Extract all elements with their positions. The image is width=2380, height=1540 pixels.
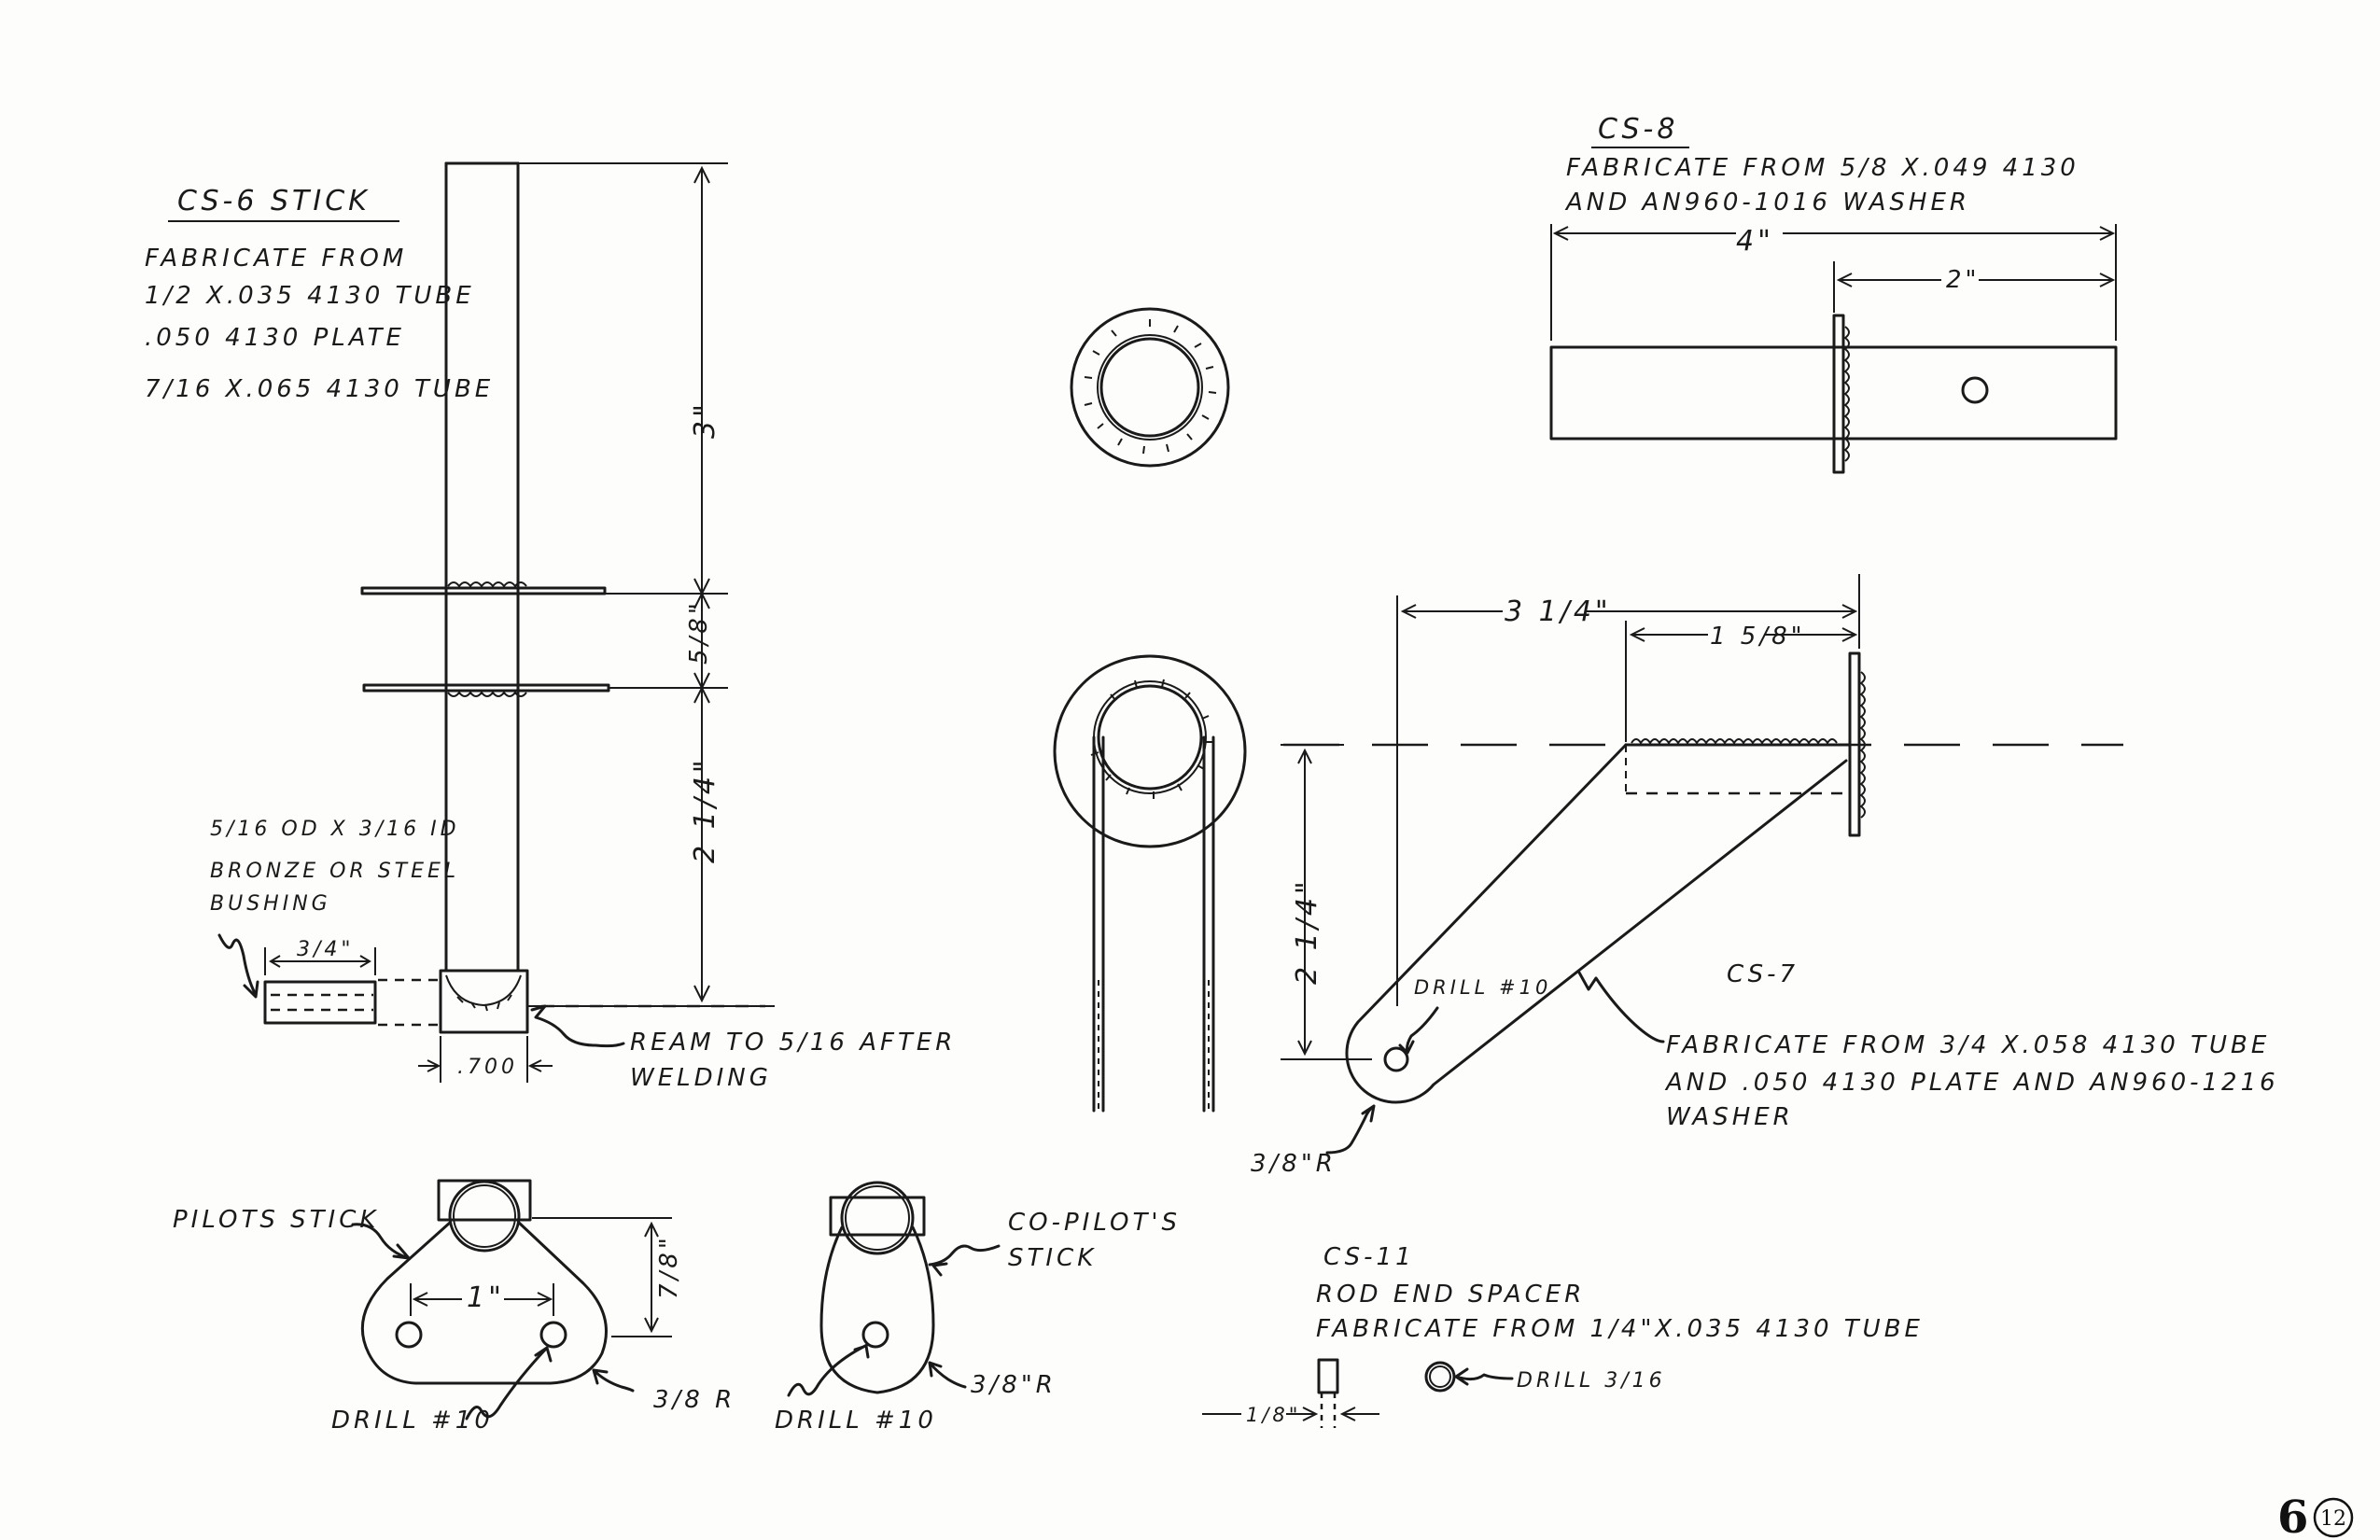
copilot-radius: 3/8"R — [971, 1371, 1057, 1399]
cs11-length: 1/8" — [1246, 1404, 1301, 1426]
cs6-line-3: .050 4130 PLATE — [145, 324, 405, 352]
cs6-bushing-2: BRONZE OR STEEL — [210, 860, 459, 883]
copilot-label-2: STICK — [1008, 1244, 1097, 1272]
cs7-drawing — [1281, 574, 2123, 1155]
tube-end-view-bottom — [1053, 654, 1247, 1113]
cs8-dim-half: 2" — [1946, 266, 1981, 294]
cs6-bushing-3: BUSHING — [210, 892, 331, 916]
cs7-line-3: WASHER — [1666, 1103, 1794, 1131]
cs6-ream-2: WELDING — [630, 1064, 772, 1092]
cs6-width: .700 — [457, 1056, 518, 1079]
cs6-dim-mid: 5/8" — [685, 599, 713, 665]
cs11-line-1: ROD END SPACER — [1316, 1281, 1585, 1309]
cs7-radius: 3/8"R — [1251, 1150, 1337, 1178]
cs11-drawing — [1202, 1358, 1514, 1428]
pilot-radius: 3/8 R — [653, 1386, 735, 1414]
cs6-title: CS-6 STICK — [177, 185, 371, 217]
pilot-spacing: 1" — [467, 1281, 505, 1314]
cs6-line-1: FABRICATE FROM — [145, 245, 407, 273]
pilot-stick-notes: PILOTS STICK 1" 7/8" 3/8 R DRILL #10 — [173, 1206, 735, 1435]
cs6-bushing-1: 5/16 OD X 3/16 ID — [210, 818, 460, 841]
cs7-dim-height: 2 1/4" — [1291, 877, 1323, 985]
copilot-drill: DRILL #10 — [775, 1407, 937, 1435]
cs7-drill: DRILL #10 — [1414, 976, 1551, 999]
pilot-stick-drawing — [351, 1179, 672, 1421]
page-number: 6 — [2277, 1491, 2308, 1540]
tube-end-view-top — [1070, 307, 1230, 468]
cs7-title: CS-7 — [1727, 960, 1799, 988]
cs7-line-1: FABRICATE FROM 3/4 X.058 4130 TUBE — [1666, 1031, 2270, 1059]
cs11-notes: CS-11 ROD END SPACER FABRICATE FROM 1/4"… — [1246, 1243, 1924, 1426]
cs8-dim-total: 4" — [1736, 225, 1774, 258]
copilot-stick-notes: CO-PILOT'S STICK 3/8"R DRILL #10 — [775, 1209, 1181, 1435]
page-number-block: 6 12 — [2277, 1491, 2354, 1540]
pilot-height: 7/8" — [655, 1234, 683, 1299]
pilot-drill: DRILL #10 — [331, 1407, 494, 1435]
page-circled-number: 12 — [2320, 1507, 2346, 1531]
copilot-stick-drawing — [787, 1181, 1001, 1397]
cs6-line-4: 7/16 X.065 4130 TUBE — [145, 375, 494, 403]
cs6-bushing-length: 3/4" — [297, 938, 355, 961]
cs7-dim-tube: 1 5/8" — [1710, 623, 1806, 651]
cs6-dim-top: 3" — [689, 400, 721, 439]
cs11-drill: DRILL 3/16 — [1517, 1369, 1666, 1393]
cs6-stick-drawing — [217, 161, 775, 1083]
pilot-label: PILOTS STICK — [173, 1206, 379, 1234]
cs7-dim-overall: 3 1/4" — [1505, 595, 1612, 628]
cs6-notes: CS-6 STICK FABRICATE FROM 1/2 X.035 4130… — [145, 185, 956, 1092]
cs11-title: CS-11 — [1323, 1243, 1415, 1271]
cs8-drawing — [1549, 224, 2118, 474]
cs11-line-2: FABRICATE FROM 1/4"X.035 4130 TUBE — [1316, 1315, 1924, 1343]
cs6-line-2: 1/2 X.035 4130 TUBE — [145, 282, 475, 310]
cs8-notes: CS-8 FABRICATE FROM 5/8 X.049 4130 AND A… — [1564, 113, 2079, 294]
cs8-line-2: AND AN960-1016 WASHER — [1564, 189, 1970, 217]
cs8-title: CS-8 — [1598, 113, 1678, 146]
cs6-ream-1: REAM TO 5/16 AFTER — [630, 1029, 956, 1057]
cs7-line-2: AND .050 4130 PLATE AND AN960-1216 — [1664, 1069, 2279, 1097]
cs8-line-1: FABRICATE FROM 5/8 X.049 4130 — [1566, 154, 2079, 182]
cs7-notes: 3 1/4" 1 5/8" 2 1/4" DRILL #10 CS-7 FABR… — [1251, 595, 2279, 1178]
page-circle-icon — [2313, 1497, 2354, 1538]
cs6-dim-low: 2 1/4" — [689, 756, 721, 863]
copilot-label-1: CO-PILOT'S — [1008, 1209, 1181, 1237]
